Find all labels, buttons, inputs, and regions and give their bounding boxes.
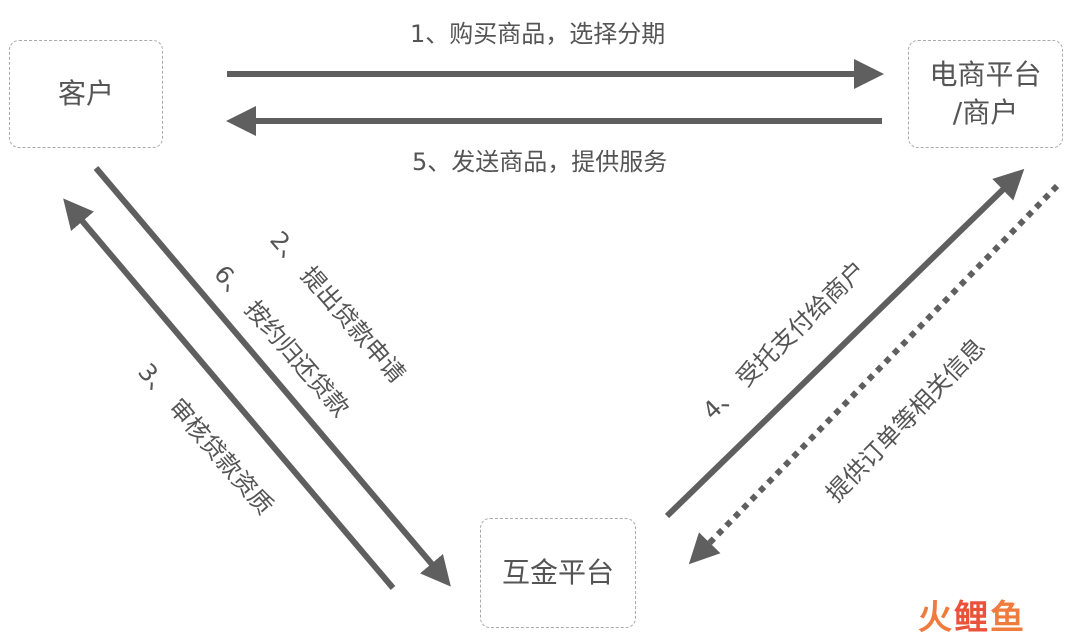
watermark-logo: 火鲤鱼 [918,590,1026,639]
customer-node: 客户 [9,40,163,148]
arrow-order-info [688,183,1060,565]
platform-merchant-node: 电商平台 /商户 [908,40,1063,148]
watermark-char-2: 鲤 [954,598,990,638]
label-purchase: 1、购买商品，选择分期 [410,20,666,48]
arrow-apply-repay [93,166,451,587]
label-deliver: 5、发送商品，提供服务 [412,148,668,176]
watermark-char-1: 火 [918,598,954,638]
arrow-review [63,198,396,590]
arrow-entrusted-payment [664,168,1025,519]
watermark-char-3: 鱼 [990,598,1026,638]
fin-platform-node: 互金平台 [480,518,636,628]
